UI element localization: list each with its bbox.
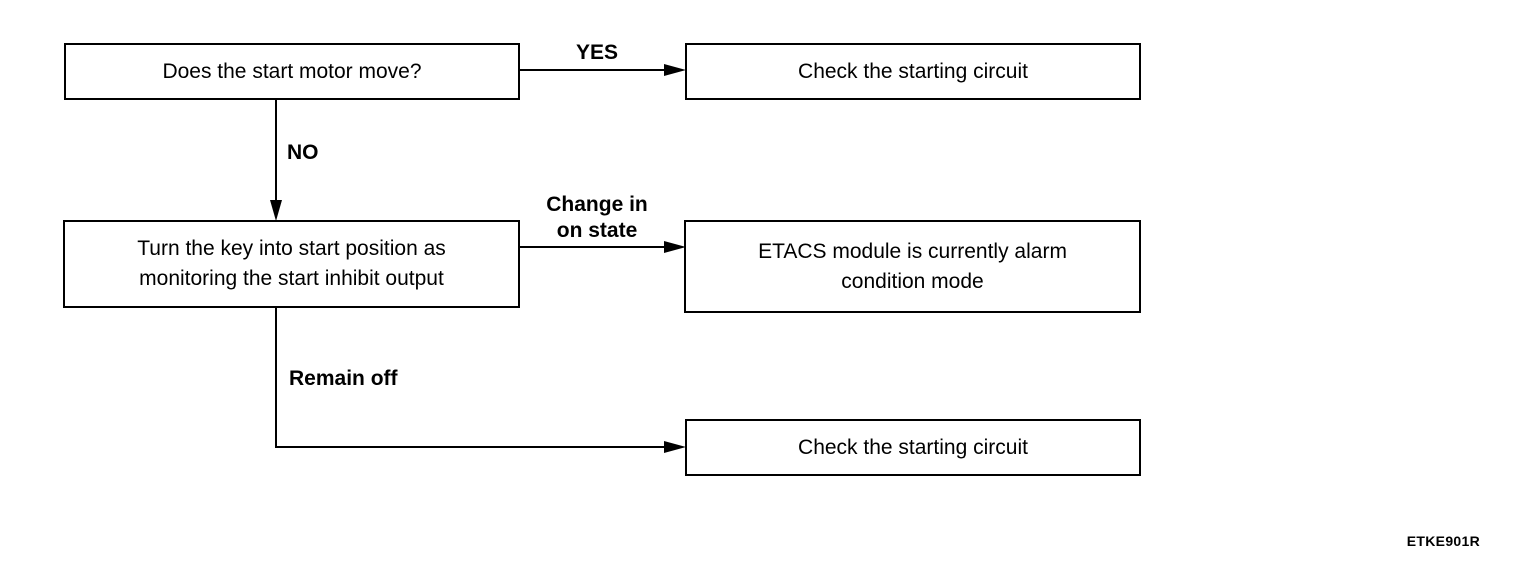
turn-key-text-line1: Turn the key into start position as	[137, 237, 446, 260]
etacs-text-line1: ETACS module is currently alarm	[758, 239, 1067, 263]
check-circuit-top-box: Check the starting circuit	[685, 43, 1141, 100]
start-motor-question-text: Does the start motor move?	[162, 59, 422, 83]
start-motor-question-box: Does the start motor move?	[64, 43, 520, 100]
change-arrowhead-icon	[664, 241, 686, 253]
remain-off-label: Remain off	[289, 367, 398, 390]
remain-off-arrowhead-icon	[664, 441, 686, 453]
turn-key-box: Turn the key into start position as moni…	[63, 220, 520, 308]
yes-label: YES	[575, 41, 619, 64]
change-label-line1: Change in	[546, 193, 648, 216]
etacs-alarm-box: ETACS module is currently alarm conditio…	[684, 220, 1141, 313]
no-arrowhead-icon	[270, 200, 282, 221]
change-in-on-state-label: Change in on state	[546, 192, 648, 244]
no-label: NO	[287, 141, 319, 164]
figure-id-label: ETKE901R	[1406, 533, 1480, 549]
check-circuit-top-text: Check the starting circuit	[798, 59, 1028, 83]
change-label-line2: on state	[556, 219, 638, 242]
check-circuit-bottom-text: Check the starting circuit	[798, 435, 1028, 459]
yes-arrowhead-icon	[664, 64, 686, 76]
turn-key-text-line2: monitoring the start inhibit output	[139, 267, 444, 290]
check-circuit-bottom-box: Check the starting circuit	[685, 419, 1141, 476]
remain-off-connector-line	[275, 308, 672, 448]
etacs-text-line2: condition mode	[841, 269, 984, 293]
